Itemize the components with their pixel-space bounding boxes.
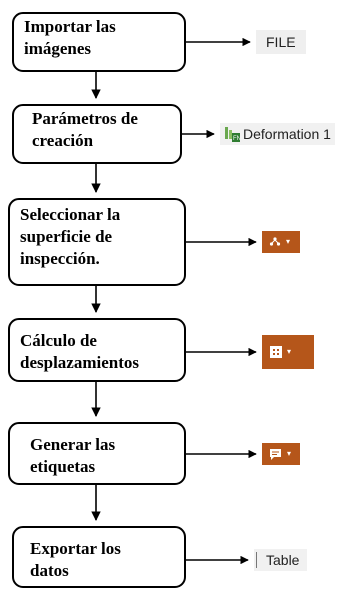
- svg-text:FN: FN: [233, 136, 240, 142]
- step-surface-line-2: superficie de: [20, 227, 113, 246]
- step-displacement-line-1: Cálculo de: [20, 331, 97, 350]
- deformation-node: FN Deformation 1: [220, 123, 335, 145]
- file-tab: FILE: [256, 30, 306, 54]
- step-import-line-2: imágenes: [24, 39, 92, 58]
- step-surface-line-3: inspección.: [20, 249, 100, 268]
- deformation-node-label: Deformation 1: [243, 126, 331, 142]
- step-displacement-line-2: desplazamientos: [20, 353, 139, 372]
- tab-separator: [256, 552, 257, 568]
- step-labels-line-1: Generar las: [30, 435, 116, 454]
- chevron-down-icon: ▾: [287, 347, 292, 356]
- step-labels-line-2: etiquetas: [30, 457, 96, 476]
- step-generate-labels: Generar las etiquetas: [8, 422, 186, 485]
- deformation-tree-icon: FN: [224, 126, 240, 142]
- label-tag-button: ▾: [262, 443, 300, 465]
- surface-selection-icon: [269, 237, 281, 247]
- chevron-down-icon: ▾: [286, 237, 291, 246]
- step-displacement-calc: Cálculo de desplazamientos: [8, 318, 186, 382]
- step-creation-parameters: Parámetros de creación: [12, 104, 182, 164]
- step-params-line-1: Parámetros de: [32, 109, 138, 128]
- surface-selection-button: ▾: [262, 231, 300, 253]
- table-tab-label: Table: [266, 552, 300, 568]
- displacement-calc-icon: [270, 346, 282, 358]
- table-tab: Table: [254, 549, 308, 571]
- step-surface-line-1: Seleccionar la: [20, 205, 121, 224]
- step-params-line-2: creación: [32, 131, 94, 150]
- chevron-down-icon: ▾: [287, 449, 292, 458]
- file-tab-label: FILE: [266, 34, 296, 50]
- displacement-calc-button: ▾: [262, 335, 314, 369]
- step-import-images: Importar las imágenes: [12, 12, 186, 72]
- step-export-line-2: datos: [30, 561, 69, 580]
- step-select-surface: Seleccionar la superficie de inspección.: [8, 198, 186, 286]
- step-export-line-1: Exportar los: [30, 539, 121, 558]
- step-export-data: Exportar los datos: [12, 526, 186, 588]
- step-import-line-1: Importar las: [24, 17, 116, 36]
- label-tag-icon: [269, 448, 282, 461]
